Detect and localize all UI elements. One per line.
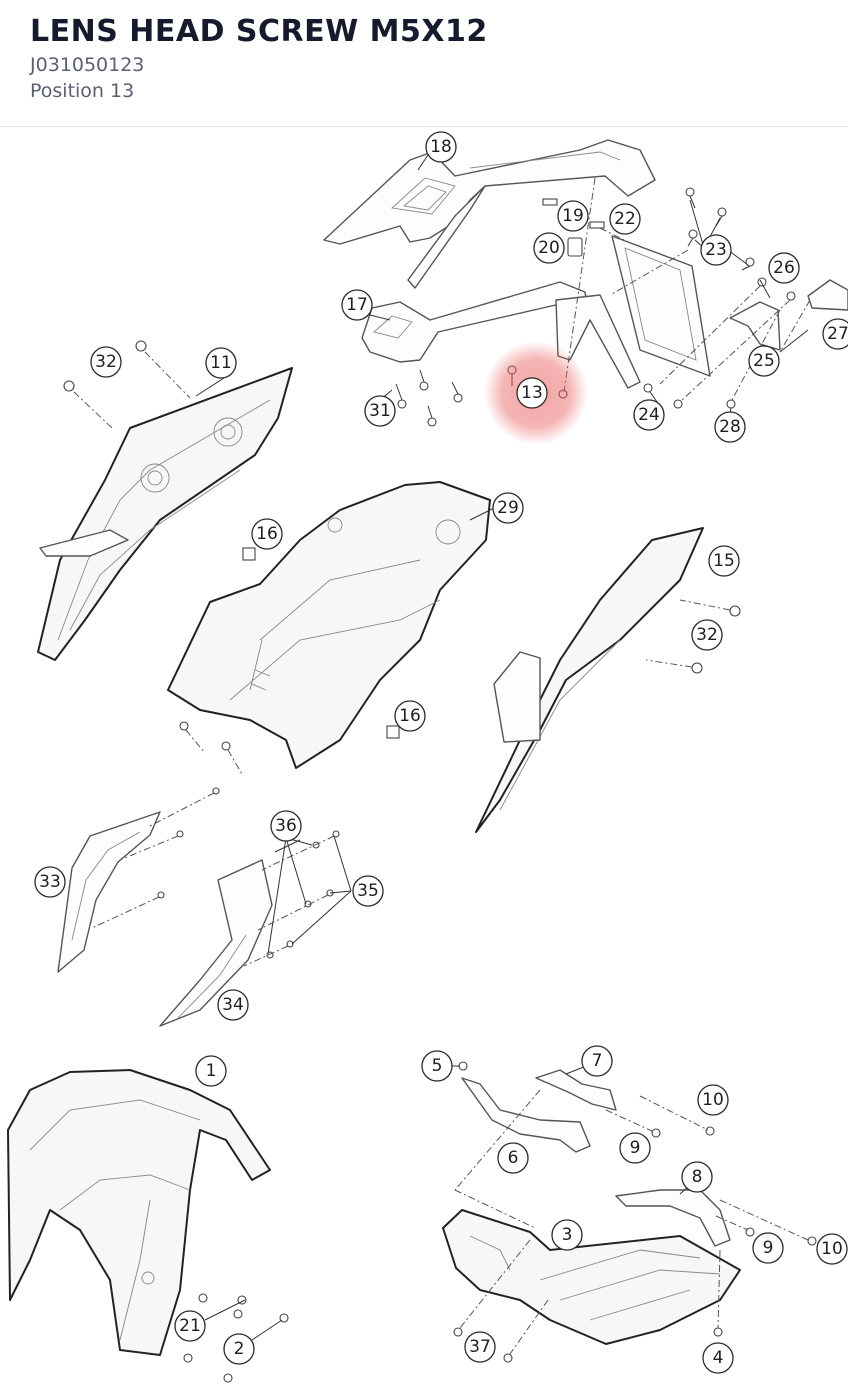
- callout-11[interactable]: 11: [205, 347, 237, 379]
- bracket-lower: [615, 1189, 731, 1247]
- svg-text:20: 20: [538, 238, 560, 258]
- svg-text:15: 15: [713, 551, 735, 571]
- svg-text:21: 21: [179, 1316, 201, 1336]
- callout-7[interactable]: 7: [581, 1045, 613, 1077]
- callout-10-top[interactable]: 10: [697, 1084, 729, 1116]
- svg-text:7: 7: [592, 1051, 603, 1071]
- svg-text:13: 13: [521, 383, 543, 403]
- callout-24[interactable]: 24: [633, 399, 665, 431]
- svg-text:29: 29: [497, 498, 519, 518]
- callout-21[interactable]: 21: [174, 1310, 206, 1342]
- callout-37[interactable]: 37: [464, 1331, 496, 1363]
- callout-19[interactable]: 19: [557, 200, 589, 232]
- svg-text:4: 4: [713, 1348, 724, 1368]
- svg-text:5: 5: [432, 1056, 443, 1076]
- left-cover-screws: [63, 340, 191, 429]
- svg-text:19: 19: [562, 206, 584, 226]
- svg-text:33: 33: [39, 872, 61, 892]
- callout-17[interactable]: 17: [341, 289, 373, 321]
- part-number: J031050123: [30, 54, 145, 76]
- callout-28[interactable]: 28: [714, 411, 746, 443]
- callout-23[interactable]: 23: [700, 234, 732, 266]
- svg-text:6: 6: [508, 1148, 519, 1168]
- callout-32-right[interactable]: 32: [691, 619, 723, 651]
- svg-text:37: 37: [469, 1337, 491, 1357]
- svg-text:35: 35: [357, 881, 379, 901]
- bracket-upper: [461, 1069, 617, 1153]
- fender-washers: [183, 1293, 289, 1383]
- right-cover-screws: [645, 599, 741, 674]
- callout-36[interactable]: 36: [270, 810, 302, 842]
- svg-text:10: 10: [821, 1239, 843, 1259]
- svg-text:36: 36: [275, 816, 297, 836]
- small-cover-left: [57, 787, 220, 973]
- callout-35[interactable]: 35: [352, 875, 384, 907]
- svg-text:10: 10: [702, 1090, 724, 1110]
- callout-29[interactable]: 29: [492, 492, 524, 524]
- svg-text:32: 32: [95, 352, 117, 372]
- svg-text:23: 23: [705, 240, 727, 260]
- svg-text:16: 16: [399, 706, 421, 726]
- callout-9-bottom[interactable]: 9: [752, 1232, 784, 1264]
- callout-20[interactable]: 20: [533, 232, 565, 264]
- callout-27[interactable]: 27: [822, 318, 848, 350]
- svg-text:26: 26: [773, 258, 795, 278]
- callout-1[interactable]: 1: [195, 1055, 227, 1087]
- svg-text:22: 22: [614, 209, 636, 229]
- callout-25[interactable]: 25: [748, 345, 780, 377]
- left-side-cover: [37, 367, 293, 661]
- callout-33[interactable]: 33: [34, 866, 66, 898]
- callout-6[interactable]: 6: [497, 1142, 529, 1174]
- license-plate-holder: [611, 235, 711, 377]
- svg-text:1: 1: [206, 1061, 217, 1081]
- callout-31[interactable]: 31: [364, 395, 396, 427]
- svg-text:8: 8: [692, 1167, 703, 1187]
- callout-13[interactable]: 13: [516, 377, 548, 409]
- callout-22[interactable]: 22: [609, 203, 641, 235]
- svg-text:11: 11: [210, 353, 232, 373]
- part-title: LENS HEAD SCREW M5X12: [30, 14, 488, 49]
- exploded-parts-diagram: 18 19 22 20 23 26 17 27 32 11 13 25 31 2…: [7, 131, 848, 1383]
- part-position: Position 13: [30, 80, 135, 102]
- svg-text:17: 17: [346, 295, 368, 315]
- belly-pan-bolts: [453, 1061, 817, 1363]
- svg-text:9: 9: [763, 1238, 774, 1258]
- callout-26[interactable]: 26: [768, 252, 800, 284]
- svg-text:2: 2: [234, 1339, 245, 1359]
- callout-8[interactable]: 8: [681, 1161, 713, 1193]
- callout-16-bottom[interactable]: 16: [394, 700, 426, 732]
- svg-text:25: 25: [753, 351, 775, 371]
- front-fender: [7, 1069, 271, 1356]
- callout-2[interactable]: 2: [223, 1333, 255, 1365]
- plate-bracket: [729, 279, 848, 351]
- svg-text:3: 3: [562, 1225, 573, 1245]
- callout-3[interactable]: 3: [551, 1219, 583, 1251]
- callout-18[interactable]: 18: [425, 131, 457, 163]
- callout-32-top[interactable]: 32: [90, 346, 122, 378]
- callout-16-top[interactable]: 16: [251, 518, 283, 550]
- svg-text:28: 28: [719, 417, 741, 437]
- svg-text:24: 24: [638, 405, 660, 425]
- callout-34[interactable]: 34: [217, 989, 249, 1021]
- callout-4[interactable]: 4: [702, 1342, 734, 1374]
- part-header: LENS HEAD SCREW M5X12 J031050123 Positio…: [0, 0, 848, 127]
- rear-subframe-upper: [323, 139, 656, 289]
- callout-5[interactable]: 5: [421, 1050, 453, 1082]
- callout-10-bottom[interactable]: 10: [816, 1233, 848, 1265]
- svg-text:32: 32: [696, 625, 718, 645]
- svg-text:9: 9: [630, 1138, 641, 1158]
- svg-text:16: 16: [256, 524, 278, 544]
- callout-9-top[interactable]: 9: [619, 1132, 651, 1164]
- svg-text:34: 34: [222, 995, 244, 1015]
- svg-text:31: 31: [369, 401, 391, 421]
- upper-fasteners: [395, 187, 796, 427]
- svg-text:27: 27: [827, 324, 848, 344]
- rear-undertray: [167, 481, 491, 769]
- svg-text:18: 18: [430, 137, 452, 157]
- small-cover-right: [159, 830, 340, 1027]
- belly-pan: [442, 1209, 741, 1345]
- callout-15[interactable]: 15: [708, 545, 740, 577]
- right-side-cover: [475, 527, 704, 833]
- undertray-clips: [179, 547, 400, 775]
